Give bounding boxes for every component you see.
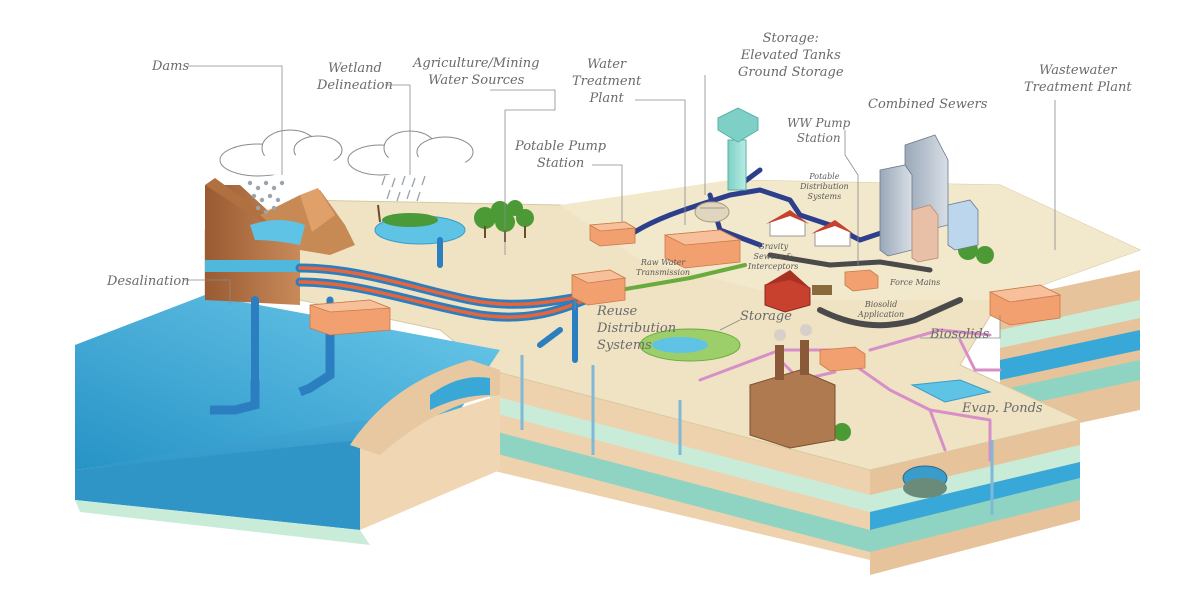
elevated-water-tank-icon: [694, 107, 759, 223]
house-icons: [766, 210, 854, 247]
desal-intake-pipe: [210, 325, 335, 415]
label-biosolid-application: Biosolid Application: [858, 300, 905, 319]
mountain-dam: [205, 178, 355, 305]
storage-pond: [639, 328, 741, 362]
label-desalination: Desalination: [107, 274, 190, 289]
label-raw-water-transmission: Raw Water Transmission: [636, 258, 691, 277]
rain-cloud-dams: [219, 129, 343, 215]
label-water-treatment-plant: Water Treatment Plant: [572, 57, 642, 106]
label-agriculture-mining: Agriculture/Mining Water Sources: [413, 56, 540, 88]
label-ww-pump-station: WW Pump Station: [787, 116, 851, 145]
label-dams: Dams: [152, 59, 190, 74]
label-potable-pump-station: Potable Pump Station: [515, 139, 607, 171]
well-lines: [520, 355, 994, 515]
label-force-mains: Force Mains: [890, 278, 941, 287]
label-leader-lines: [185, 65, 1056, 339]
wetland-pond: [374, 204, 466, 245]
pipe-network: [251, 167, 1002, 462]
underground-reservoir: [902, 465, 948, 498]
label-reuse-distribution: Reuse Distribution Systems: [597, 304, 677, 353]
label-storage-tanks: Storage: Elevated Tanks Ground Storage: [738, 31, 844, 80]
cloud-icons: [219, 129, 474, 215]
label-evap-ponds: Evap. Ponds: [962, 401, 1043, 416]
label-wastewater-treatment-plant: Wastewater Treatment Plant: [1024, 63, 1132, 95]
label-storage: Storage: [740, 309, 792, 324]
evap-pond: [910, 379, 992, 403]
tree-icons: [474, 200, 994, 441]
label-combined-sewers: Combined Sewers: [868, 97, 988, 112]
label-wetland-delineation: Wetland Delineation: [317, 61, 393, 93]
label-biosolids: Biosolids: [930, 327, 990, 342]
rain-cloud-wetland: [347, 130, 474, 202]
barn-icon: [764, 270, 832, 313]
factory-icon: [749, 324, 836, 449]
city-buildings-icon: [879, 134, 979, 263]
label-gravity-sewers: Gravity Sewers & Interceptors: [748, 242, 799, 271]
label-potable-distribution-systems: Potable Distribution Systems: [800, 172, 849, 201]
facility-buildings: [309, 221, 1062, 372]
ocean-block: [75, 295, 500, 545]
